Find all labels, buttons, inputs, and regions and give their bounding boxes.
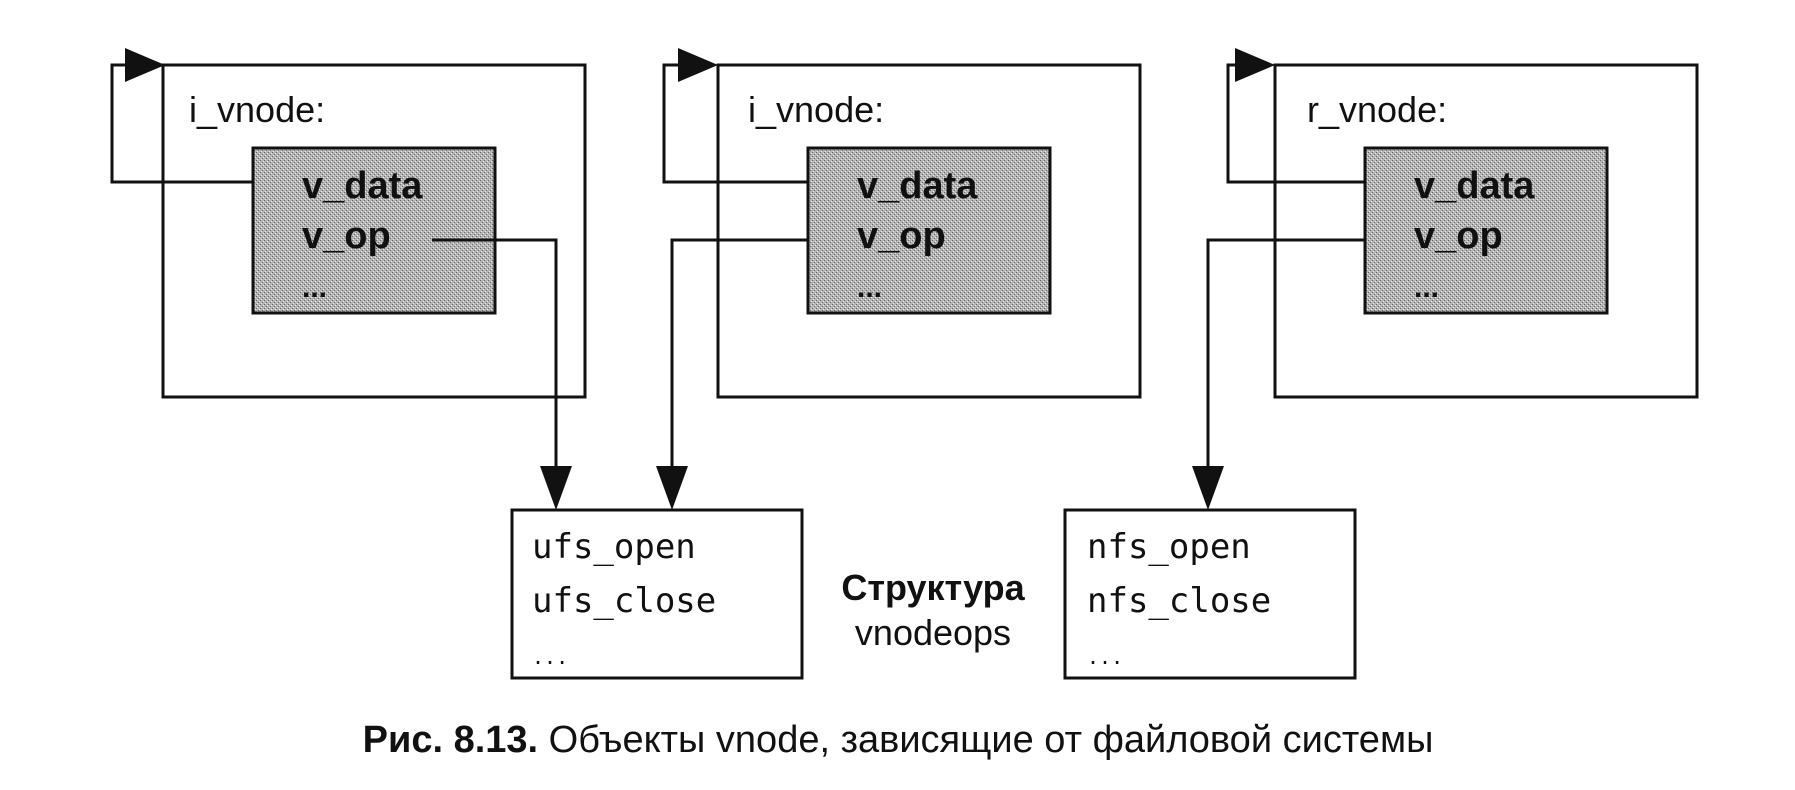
ufs-entry-ellipsis: ... xyxy=(532,645,568,669)
vnode-1-field-ellipsis: ... xyxy=(302,271,327,304)
vnode-3-vop-pointer-arrowhead xyxy=(1192,466,1224,510)
nfs-vnodeops-table: nfs_open nfs_close ... xyxy=(1063,508,1357,680)
vnode-2-field-ellipsis: ... xyxy=(857,271,882,304)
structure-label-line2: vnodeops xyxy=(855,612,1011,653)
vnode-1-field-v-op: v_op xyxy=(302,215,391,257)
ufs-vnodeops-table: ufs_open ufs_close ... xyxy=(510,508,804,680)
vnode-2-field-v-data: v_data xyxy=(857,165,978,207)
vnode-2-self-pointer-line xyxy=(662,63,808,184)
ufs-entry-open: ufs_open xyxy=(532,527,696,567)
vnode-2-label: i_vnode: xyxy=(748,89,884,130)
vnode-1-vop-pointer-line xyxy=(432,238,558,470)
nfs-vnodeops-box xyxy=(1063,508,1357,680)
vnode-2-data-block xyxy=(806,146,1052,315)
ufs-entry-close: ufs_close xyxy=(532,581,716,621)
nfs-entry-ellipsis: ... xyxy=(1087,645,1123,669)
nfs-entry-open: nfs_open xyxy=(1087,527,1251,567)
vnode-1-self-pointer-arrowhead xyxy=(125,48,165,82)
vnode-3-field-v-op: v_op xyxy=(1414,215,1503,257)
figure-caption-text: Объекты vnode, зависящие от файловой сис… xyxy=(538,719,1433,761)
vnode-1: i_vnode: v_data v_op ... xyxy=(161,63,587,399)
vnode-1-data-block xyxy=(251,146,497,315)
vnode-2-field-v-op: v_op xyxy=(857,215,946,257)
figure-caption-number: Рис. 8.13. xyxy=(363,719,538,761)
nfs-entry-close: nfs_close xyxy=(1087,581,1271,621)
vnode-1-label: i_vnode: xyxy=(189,89,325,130)
structure-label-line1: Структура xyxy=(841,567,1025,608)
figure-caption: Рис. 8.13. Объекты vnode, зависящие от ф… xyxy=(363,719,1434,761)
vnode-3: r_vnode: v_data v_op ... xyxy=(1273,63,1699,399)
vnode-1-field-v-data: v_data xyxy=(302,165,423,207)
vnode-3-self-pointer-arrowhead xyxy=(1235,48,1275,82)
vnode-2-vop-pointer-arrowhead xyxy=(656,466,688,510)
vnode-3-label: r_vnode: xyxy=(1307,89,1447,130)
vnode-1-self-pointer-line xyxy=(110,63,253,184)
ufs-vnodeops-box xyxy=(510,508,804,680)
vnode-3-data-block xyxy=(1363,146,1609,315)
vnode-3-field-ellipsis: ... xyxy=(1414,271,1439,304)
vnode-3-field-v-data: v_data xyxy=(1414,165,1535,207)
vnode-2-vop-pointer-line xyxy=(670,238,808,470)
vnode-1-vop-pointer-arrowhead xyxy=(540,466,572,510)
vnode-3-vop-pointer-line xyxy=(1206,238,1365,470)
vnode-2-self-pointer-arrowhead xyxy=(678,48,718,82)
vnode-2: i_vnode: v_data v_op ... xyxy=(716,63,1142,399)
